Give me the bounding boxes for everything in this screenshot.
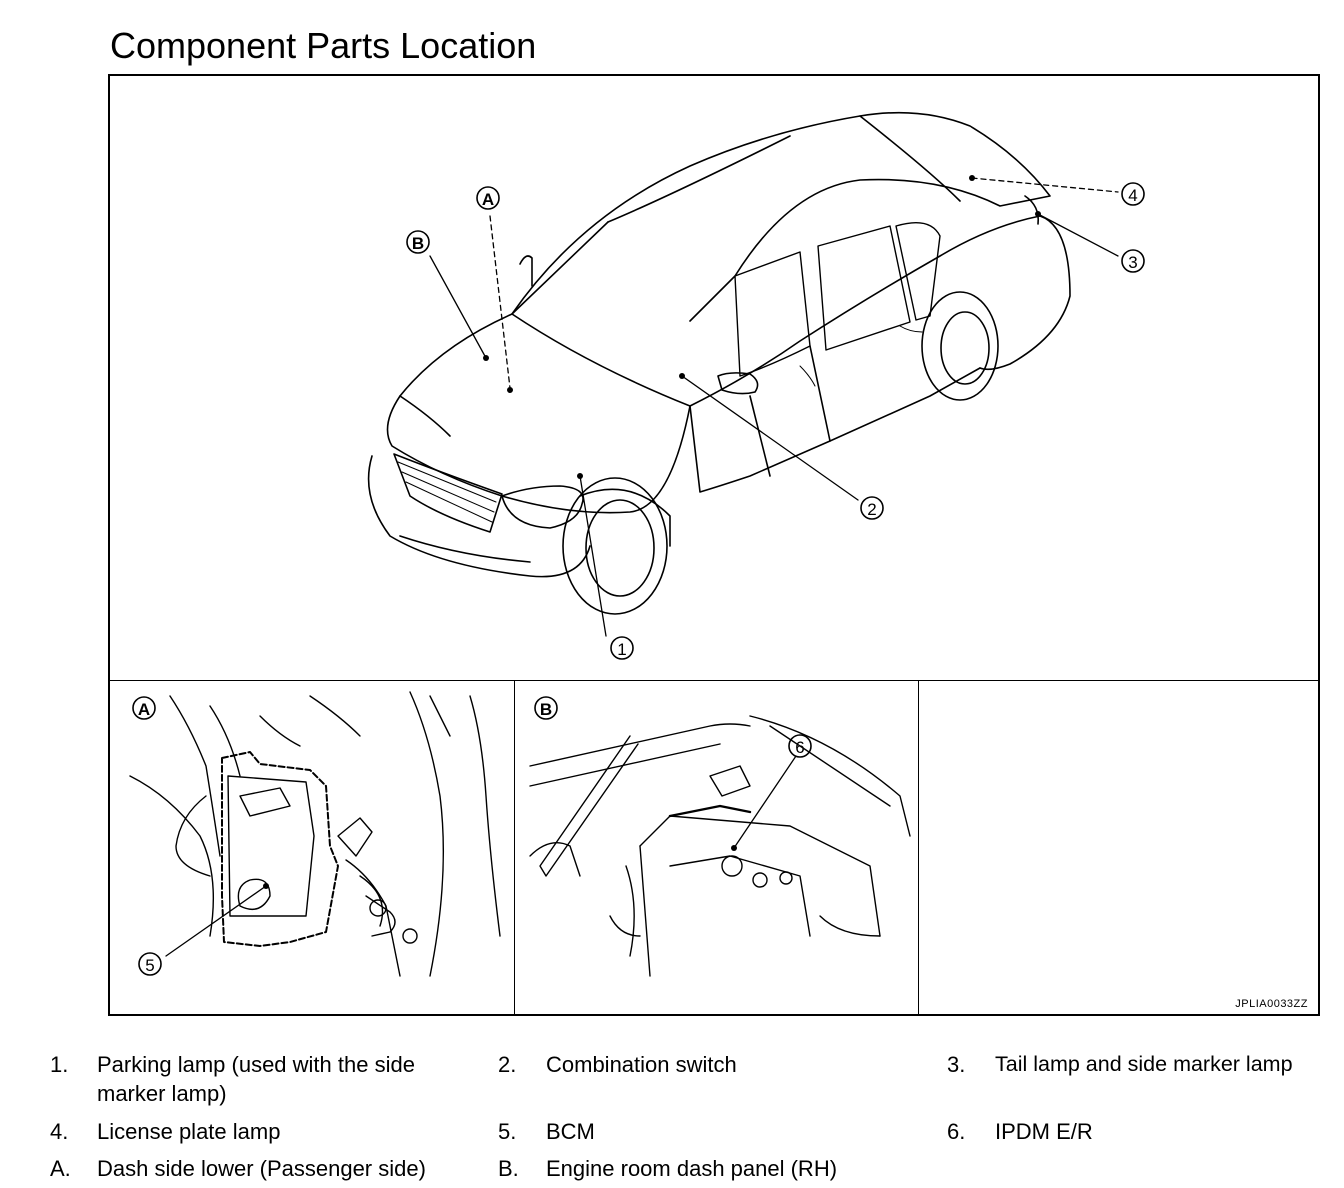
svg-text:1: 1	[617, 640, 626, 659]
panel-a-label: A	[132, 696, 156, 720]
legend-label: Tail lamp and side marker lamp	[995, 1052, 1293, 1076]
svg-text:4: 4	[1128, 186, 1137, 205]
callout-A: A	[476, 186, 500, 210]
callout-3: 3	[1121, 249, 1145, 273]
leader-2	[681, 375, 859, 501]
leader-lines	[429, 177, 1119, 637]
legend-number: 5.	[498, 1119, 517, 1144]
panel-a-illustration	[129, 691, 501, 977]
legend-label: Engine room dash panel (RH)	[546, 1156, 838, 1181]
legend-label: Parking lamp (used with the side marker …	[97, 1052, 415, 1106]
legend-label: License plate lamp	[97, 1119, 281, 1144]
svg-text:B: B	[540, 700, 552, 719]
car-illustration	[367, 111, 1071, 615]
legend-label: Dash side lower (Passenger side)	[97, 1156, 426, 1181]
leader-5	[165, 885, 267, 957]
legend-number: B.	[498, 1156, 519, 1181]
callout-6: 6	[788, 734, 812, 758]
legend-label: Combination switch	[546, 1052, 737, 1077]
svg-text:2: 2	[867, 500, 876, 519]
legend-number: 4.	[50, 1119, 69, 1144]
diagram-figure: 1 2 3 4 A B	[108, 74, 1320, 1016]
svg-text:B: B	[412, 234, 424, 253]
svg-text:6: 6	[795, 738, 804, 757]
legend-number: 2.	[498, 1052, 517, 1077]
panel-divider-horizontal	[110, 680, 1318, 681]
callout-4: 4	[1121, 182, 1145, 206]
leader-6	[733, 755, 797, 849]
leader-4	[971, 177, 1119, 193]
legend-number: A.	[50, 1156, 71, 1181]
callout-1: 1	[610, 636, 634, 660]
svg-text:3: 3	[1128, 253, 1137, 272]
leader-B	[429, 255, 487, 359]
legend-label: IPDM E/R	[995, 1119, 1093, 1144]
callout-5: 5	[138, 952, 162, 976]
leader-3	[1037, 213, 1119, 257]
panel-divider-right	[918, 680, 919, 1014]
callout-B: B	[406, 230, 430, 254]
legend-number: 6.	[947, 1119, 966, 1144]
legend-number: 1.	[50, 1052, 69, 1077]
callout-2: 2	[860, 496, 884, 520]
panel-divider-left	[514, 680, 515, 1014]
svg-text:A: A	[482, 190, 494, 209]
leader-dots	[483, 175, 1041, 479]
leader-A	[489, 215, 511, 389]
leader-1	[579, 475, 607, 637]
panel-b-illustration	[529, 715, 911, 977]
page-title: Component Parts Location	[110, 25, 537, 66]
svg-text:A: A	[138, 700, 150, 719]
legend-number: 3.	[947, 1052, 966, 1077]
diagram-svg: 1 2 3 4 A B	[129, 111, 1145, 977]
figure-code: JPLIA0033ZZ	[1235, 998, 1308, 1010]
panel-b-label: B	[534, 696, 558, 720]
svg-text:5: 5	[145, 956, 154, 975]
legend-label: BCM	[546, 1119, 595, 1144]
